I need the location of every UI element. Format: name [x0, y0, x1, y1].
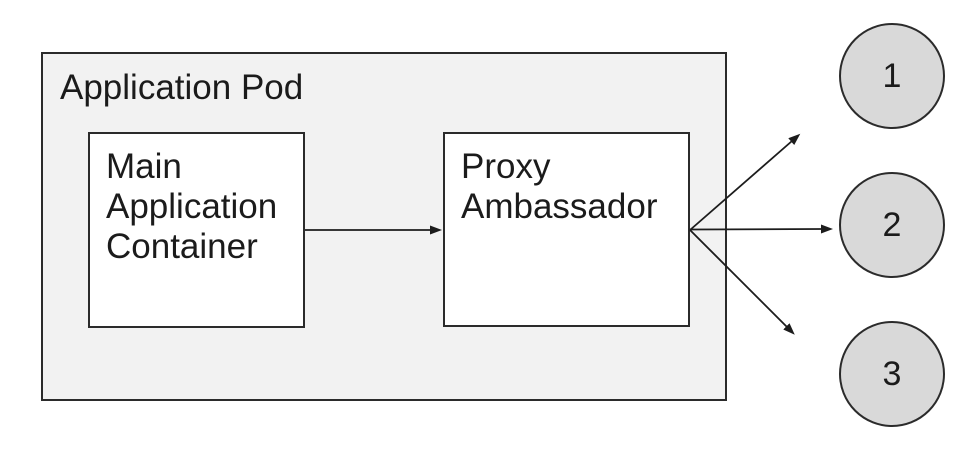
endpoint-1-label: 1: [882, 56, 902, 95]
endpoint-3-label: 3: [882, 354, 902, 393]
main-application-container-label: Main Application Container: [106, 147, 278, 266]
endpoint-2-label: 2: [882, 205, 902, 244]
endpoint-circle-1: 1: [839, 23, 945, 129]
endpoint-circle-3: 3: [839, 321, 945, 427]
endpoint-circle-2: 2: [839, 172, 945, 278]
node-proxy-ambassador: Proxy Ambassador: [443, 132, 690, 327]
proxy-ambassador-label: Proxy Ambassador: [461, 147, 658, 226]
application-pod-label: Application Pod: [60, 68, 304, 107]
node-main-application-container: Main Application Container: [88, 132, 305, 328]
